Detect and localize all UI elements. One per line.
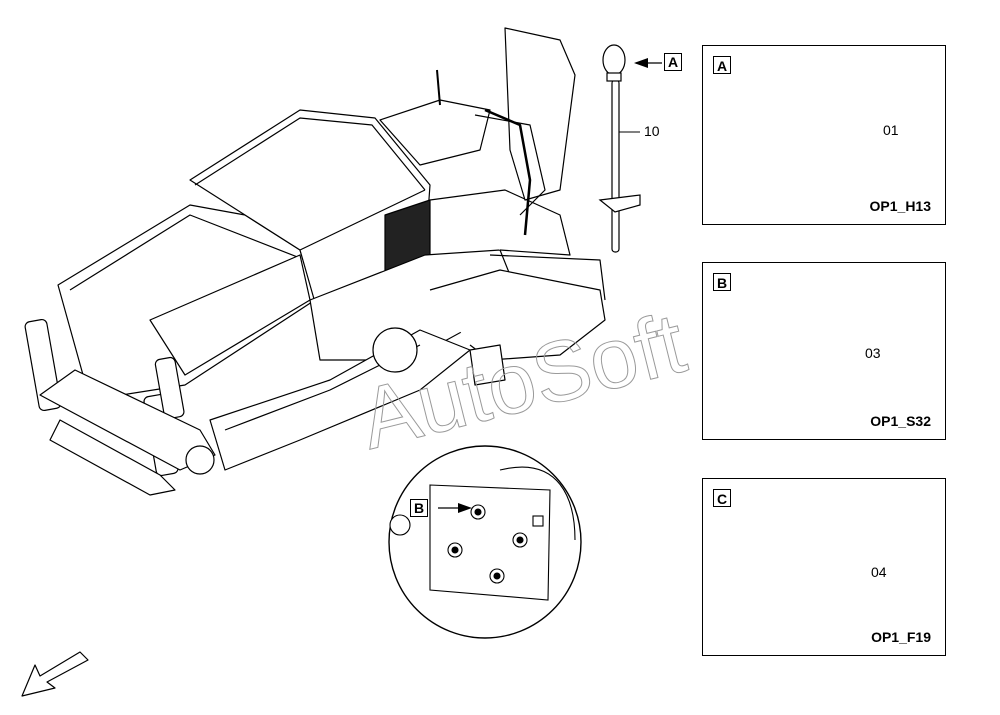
callout-letter-a: A [664, 53, 682, 71]
part-code: OP1_H13 [869, 198, 931, 214]
callout-letter-b: B [410, 499, 428, 517]
detail-box-b: B 03 OP1_S32 [702, 262, 946, 440]
detail-box-letter: A [713, 56, 731, 74]
direction-arrow [21, 651, 89, 697]
detail-box-letter: B [713, 273, 731, 291]
seat-back [504, 27, 576, 201]
part-number: 03 [865, 345, 881, 361]
detail-box-c: C 04 OP1_F19 [702, 478, 946, 656]
part-code: OP1_F19 [871, 629, 931, 645]
beacon-part-number: 10 [644, 123, 660, 139]
detail-box-letter: C [713, 489, 731, 507]
part-number: 04 [871, 564, 887, 580]
beacon-pole [611, 79, 620, 253]
beacon-lamp [602, 44, 626, 76]
part-number: 01 [883, 122, 899, 138]
detail-box-a: A 01 OP1_H13 [702, 45, 946, 225]
part-code: OP1_S32 [870, 413, 931, 429]
